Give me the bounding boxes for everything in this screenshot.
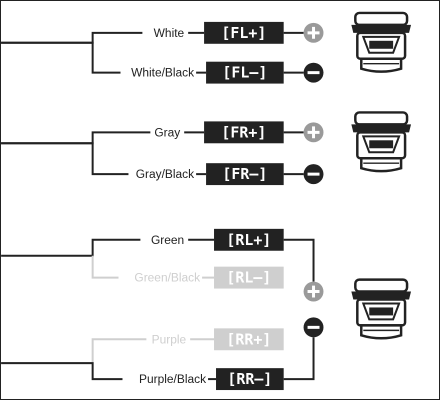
terminal-box	[214, 228, 284, 251]
wire-line	[283, 238, 315, 282]
wire-label: Gray	[154, 125, 180, 139]
wire-line	[1, 131, 151, 145]
terminal-box	[204, 121, 284, 144]
wire-line	[91, 255, 119, 279]
wire-line	[1, 362, 123, 381]
plus-icon	[303, 122, 324, 143]
wire-row-fl-minus: White/Black [FL–]	[1, 41, 324, 84]
terminal-label: [RR+]	[226, 330, 271, 348]
wire-line	[1, 31, 143, 44]
terminal-box	[206, 61, 284, 84]
wire-line	[1, 142, 129, 176]
speaker-icon	[351, 111, 412, 173]
wire-line	[1, 238, 141, 257]
wire-label: Green/Black	[134, 271, 200, 285]
terminal-label: [RL–]	[226, 269, 271, 287]
minus-icon	[303, 317, 324, 338]
plus-icon	[303, 22, 324, 43]
wire-row-rl-minus: Green/Black [RL–]	[91, 255, 284, 289]
wire-row-fl-plus: White [FL+]	[1, 21, 324, 44]
minus-icon	[303, 62, 324, 83]
terminal-label: [FL+]	[221, 24, 266, 42]
wire-line	[283, 337, 315, 381]
wire-line	[1, 338, 147, 365]
terminal-label: [FR–]	[222, 165, 267, 183]
plus-icon	[303, 281, 324, 302]
terminal-box	[206, 163, 284, 186]
wire-row-rr-plus: Purple [RR+]	[1, 328, 284, 365]
terminal-box	[214, 328, 284, 351]
wire-row-rl-plus: Green [RL+]	[1, 228, 315, 282]
terminal-label: [RR–]	[227, 370, 272, 388]
terminal-label: [RL+]	[226, 231, 271, 249]
speaker-icon	[351, 278, 412, 340]
wire-row-fr-minus: Gray/Black [FR–]	[1, 142, 324, 186]
wire-label: Purple	[152, 332, 187, 346]
minus-icon	[303, 164, 324, 185]
speaker-icon	[351, 11, 412, 73]
terminal-box	[204, 21, 284, 44]
wire-label: Green	[151, 233, 184, 247]
terminal-box	[214, 266, 284, 289]
wire-label: Purple/Black	[139, 372, 206, 386]
wire-line	[1, 41, 121, 74]
wire-label: White/Black	[131, 66, 194, 80]
wire-label: White	[154, 26, 185, 40]
terminal-label: [FL–]	[222, 64, 267, 82]
wire-label: Gray/Black	[136, 167, 194, 181]
terminal-label: [FR+]	[221, 123, 266, 141]
terminal-box	[216, 368, 284, 391]
wire-row-rr-minus: Purple/Black [RR–]	[1, 337, 315, 391]
wire-row-fr-plus: Gray [FR+]	[1, 121, 324, 145]
